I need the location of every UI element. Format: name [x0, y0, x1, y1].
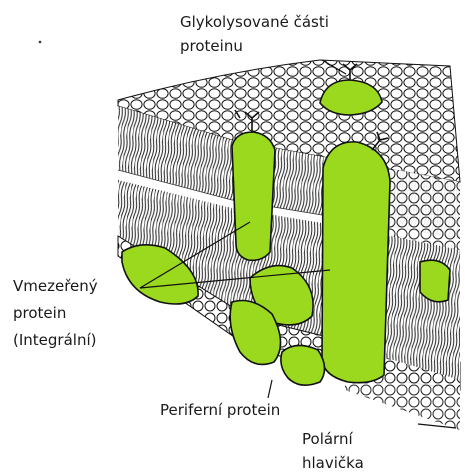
label-integral-line3: (Integrální): [13, 329, 96, 351]
label-glycosylated-line1: Glykolysované části: [180, 11, 329, 33]
protein-right-edge: [420, 260, 450, 302]
label-polar-line2: hlavička: [302, 452, 364, 474]
label-glycosylated-line2: proteinu: [180, 35, 243, 57]
peripheral-protein-bottom: [281, 345, 325, 385]
integral-protein-left: [232, 132, 275, 260]
label-polar-line1: Polární: [302, 428, 353, 450]
label-integral-line1: Vmezeřený: [13, 275, 98, 297]
leader-peripheral: [268, 380, 272, 398]
integral-protein-center: [322, 142, 390, 383]
label-peripheral: Periferní protein: [160, 399, 280, 421]
stray-dot: [39, 41, 42, 44]
label-integral-line2: protein: [13, 302, 66, 324]
